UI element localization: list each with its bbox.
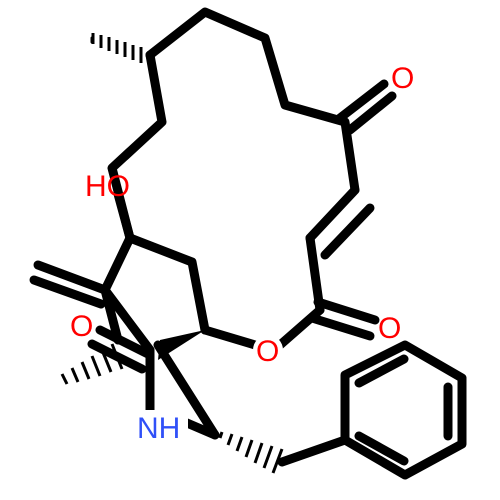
alkene-double-bond [305, 185, 375, 315]
exocyclic-methylene [29, 260, 110, 309]
bold-wedge [158, 330, 205, 360]
methyl-hashed-wedge-top [90, 33, 143, 63]
methyl-hashed-wedge-left [60, 343, 124, 385]
svg-text:O: O [70, 310, 93, 343]
svg-text:HO: HO [85, 170, 130, 203]
svg-text:NH: NH [137, 412, 180, 445]
macrocycle-chain [107, 7, 360, 243]
svg-text:O: O [378, 312, 401, 345]
hydroxyl-label: HO [85, 170, 130, 203]
ketone-oxygen-label: O [391, 62, 414, 95]
svg-text:O: O [256, 335, 279, 368]
benzyl-hashed-wedge [218, 431, 284, 474]
phenyl-ring [340, 340, 467, 480]
ester-carbonyl-double-bond [307, 297, 380, 341]
ester-single-bonds [200, 305, 325, 350]
svg-text:O: O [391, 62, 414, 95]
amine-label: NH [136, 410, 188, 445]
ester-carbonyl-oxygen-label: O [378, 312, 401, 345]
hydroxyl-bond [113, 189, 135, 243]
ketone-double-bond [335, 79, 397, 135]
benzyl-bond [277, 435, 350, 467]
isoindolone-ring [100, 233, 210, 355]
ester-oxygen-label: O [253, 335, 283, 368]
lactam-oxygen-label: O [70, 310, 93, 343]
